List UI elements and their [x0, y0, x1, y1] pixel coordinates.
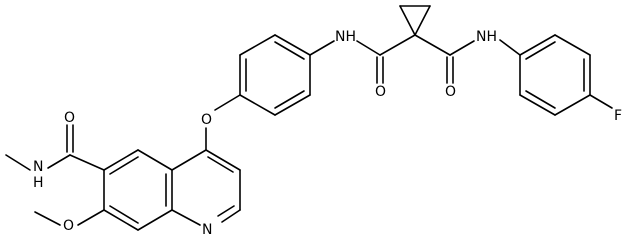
bond-left-c-quaternary — [379, 34, 416, 56]
bond-quaternary-carbonyl — [414, 34, 451, 56]
atom-labels: N H O O O N NH O O NH F — [33, 29, 622, 238]
bond-ring-b4 — [221, 209, 241, 223]
bond-ring-b-inner1 — [207, 156, 234, 173]
bond-ph2-inner1 — [525, 41, 556, 60]
bond-ph1-3 — [274, 34, 311, 56]
bond-ring-b1 — [171, 149, 207, 171]
atom-o-amide-quinoline: O — [64, 110, 75, 126]
bond-ring-b2 — [205, 149, 241, 171]
atom-nh-right: NH — [476, 29, 497, 45]
bond-ring-b-inner2 — [217, 205, 235, 217]
bond-cp3 — [414, 5, 431, 36]
bond-ring-b5 — [171, 209, 201, 226]
atom-nh-left: NH — [335, 29, 356, 45]
atom-o-methoxy: O — [63, 218, 74, 234]
bond-ring-a-inner1 — [109, 156, 139, 175]
bond-ring-a5 — [103, 209, 139, 231]
bond-carbonyl-nh — [449, 40, 475, 56]
bond-n-carbonyl — [47, 154, 71, 169]
bond-ph2-4 — [554, 94, 591, 116]
bond-ph1-6 — [239, 94, 276, 116]
bond-nh-carbonyl — [356, 40, 381, 56]
atom-n-methyl-amide: N — [33, 159, 43, 175]
bond-lines — [5, 5, 613, 231]
atom-o-right-carbonyl: O — [445, 84, 456, 100]
bond-ph1-5 — [274, 94, 311, 116]
bond-o-methyl — [34, 211, 61, 226]
bond-ph2-5 — [519, 94, 556, 116]
bond-carbonyl-ring — [69, 154, 105, 171]
bond-ph1-inner3 — [274, 90, 305, 109]
atom-h-methyl-amide: H — [33, 175, 44, 191]
atom-n-quinoline: N — [202, 222, 212, 238]
bond-cp1 — [399, 5, 416, 36]
bond-ring-o-methoxy — [77, 209, 105, 226]
bond-nh-phenyl — [499, 39, 521, 56]
bond-ring-a4 — [137, 209, 173, 231]
bond-methyl-n — [5, 154, 31, 171]
bond-ph2-f — [589, 94, 613, 109]
bond-ph-nh — [309, 40, 335, 56]
bond-ph1-inner2 — [274, 41, 305, 60]
bond-ph2-2 — [554, 34, 591, 56]
bond-ring-a2 — [137, 149, 173, 171]
atom-fluorine: F — [614, 108, 622, 124]
bond-ph2-inner3 — [525, 90, 556, 109]
bond-ring-a-inner3 — [109, 205, 139, 224]
bond-o-phenyl — [214, 94, 241, 111]
bond-ph2-1 — [519, 34, 556, 56]
atom-o-ether: O — [201, 112, 212, 128]
bond-ring-a1 — [103, 149, 139, 171]
bond-ph1-2 — [239, 34, 276, 56]
atom-o-left-carbonyl: O — [375, 84, 386, 100]
